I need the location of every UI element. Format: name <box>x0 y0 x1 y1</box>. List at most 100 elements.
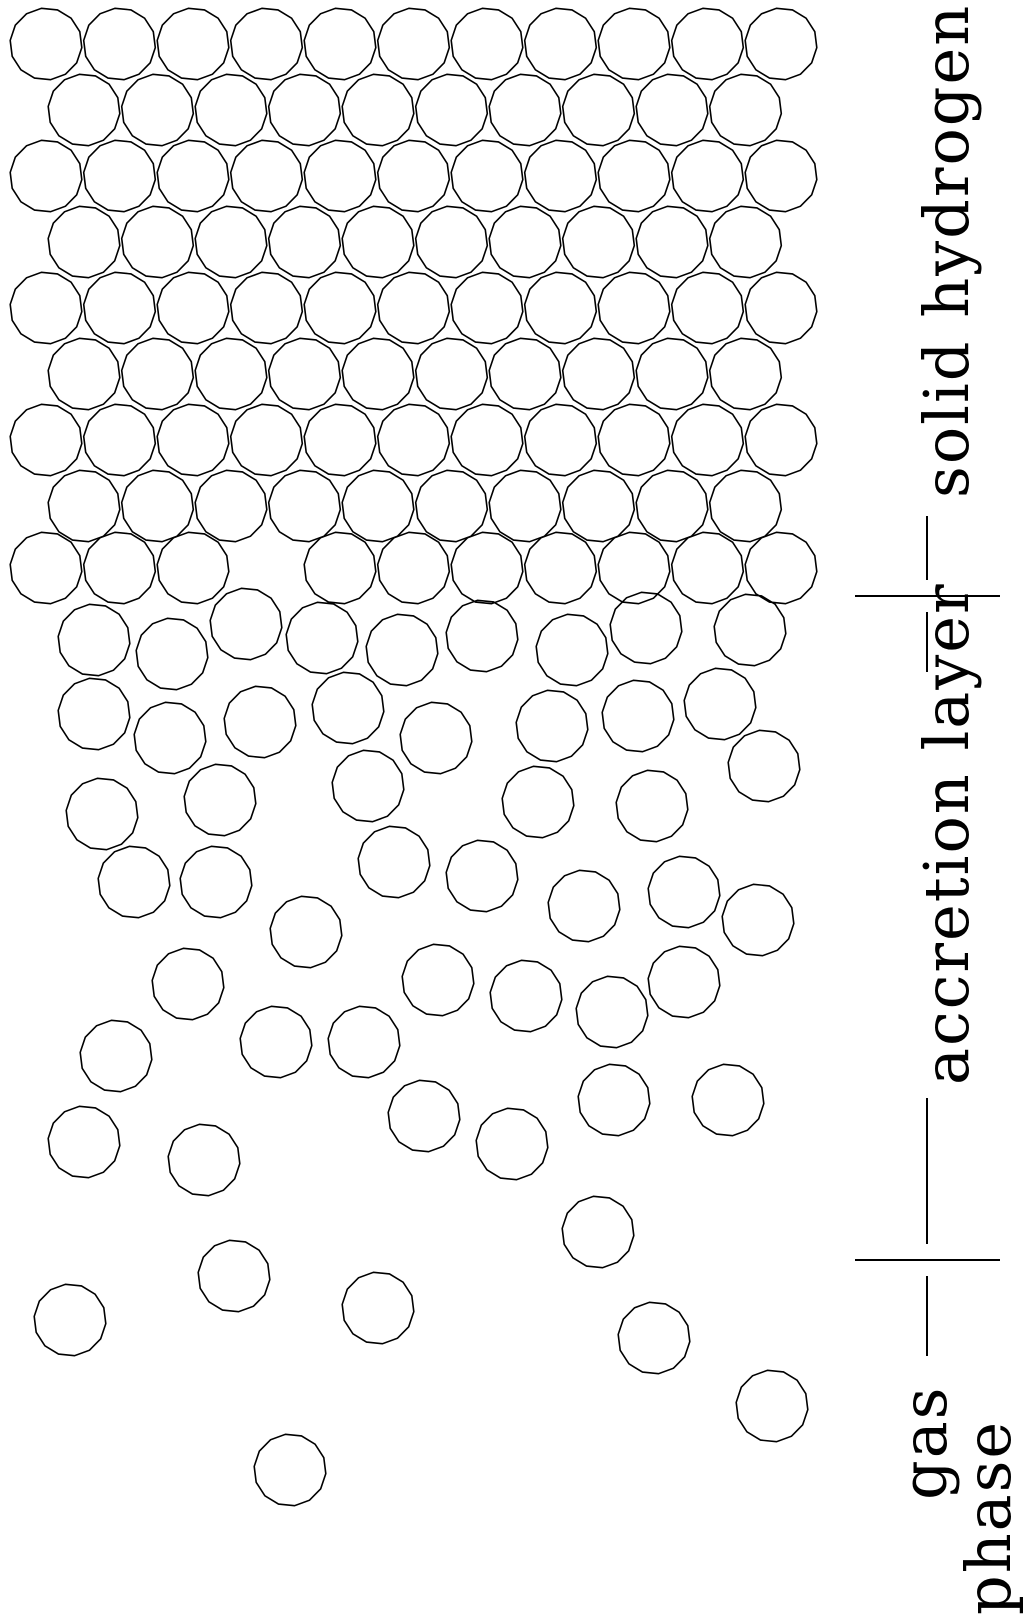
accretion-molecule <box>168 1124 240 1195</box>
lattice-molecule <box>672 140 744 211</box>
lattice-molecule <box>598 532 670 603</box>
label-phase: phase <box>952 1420 1025 1615</box>
lattice-molecule <box>378 532 450 603</box>
lattice-molecule <box>157 140 229 211</box>
accretion-molecule <box>210 588 282 659</box>
lattice-molecule <box>525 272 597 343</box>
accretion-molecule <box>648 946 720 1017</box>
accretion-molecule <box>548 870 620 941</box>
lattice-molecule <box>745 404 817 475</box>
lattice-molecule <box>342 338 414 409</box>
lattice-molecule <box>231 272 303 343</box>
lattice-molecule <box>525 8 597 79</box>
lattice-molecule <box>636 470 708 541</box>
lattice-molecule <box>10 272 82 343</box>
lattice-molecule <box>269 338 341 409</box>
accretion-molecule <box>490 960 562 1031</box>
lattice-molecule <box>269 74 341 145</box>
gas-molecule <box>34 1284 106 1355</box>
accretion-molecule <box>576 976 648 1047</box>
lattice-molecule <box>10 532 82 603</box>
accretion-molecule <box>224 686 296 757</box>
lattice-molecule <box>451 532 523 603</box>
lattice-molecule <box>269 470 341 541</box>
lattice-molecule <box>84 8 156 79</box>
lattice-molecule <box>378 272 450 343</box>
lattice-molecule <box>672 8 744 79</box>
lattice-molecule <box>304 8 376 79</box>
accretion-molecule <box>184 764 256 835</box>
lattice-molecule <box>563 206 635 277</box>
lattice-molecule <box>84 532 156 603</box>
lattice-molecule <box>84 404 156 475</box>
accretion-molecule <box>722 884 794 955</box>
lattice-molecule <box>157 404 229 475</box>
lattice-molecule <box>563 74 635 145</box>
lattice-molecule <box>231 8 303 79</box>
lattice-molecule <box>451 8 523 79</box>
accretion-molecule <box>98 846 170 917</box>
lattice-molecule <box>122 338 194 409</box>
lattice-molecule <box>342 74 414 145</box>
lattice-molecule <box>636 338 708 409</box>
lattice-molecule <box>710 338 782 409</box>
accretion-molecule <box>358 826 430 897</box>
lattice-molecule <box>195 74 267 145</box>
lattice-molecule <box>416 338 488 409</box>
lattice-molecule <box>416 74 488 145</box>
lattice-molecule <box>10 8 82 79</box>
accretion-molecule <box>152 948 224 1019</box>
lattice-molecule <box>672 532 744 603</box>
gas-molecule <box>736 1370 808 1441</box>
accretion-molecule <box>66 778 138 849</box>
lattice-molecule <box>710 206 782 277</box>
accretion-molecule <box>476 1108 548 1179</box>
lattice-molecule <box>636 206 708 277</box>
lattice-molecule <box>157 532 229 603</box>
accretion-molecule <box>286 602 358 673</box>
lattice-molecule <box>525 404 597 475</box>
gas-phase-molecules <box>34 1196 808 1505</box>
accretion-molecule <box>134 702 206 773</box>
accretion-molecule <box>312 672 384 743</box>
accretion-molecule <box>616 770 688 841</box>
lattice-molecule <box>304 140 376 211</box>
gas-molecule <box>254 1434 326 1505</box>
accretion-molecule <box>692 1064 764 1135</box>
lattice-molecule <box>416 470 488 541</box>
accretion-molecule <box>714 594 786 665</box>
accretion-molecule <box>578 1064 650 1135</box>
label-gas: gas <box>888 1386 961 1500</box>
lattice-molecule <box>48 338 120 409</box>
lattice-molecule <box>378 140 450 211</box>
lattice-molecule <box>563 470 635 541</box>
lattice-molecule <box>745 532 817 603</box>
lattice-molecule <box>451 272 523 343</box>
lattice-molecule <box>304 532 376 603</box>
lattice-molecule <box>710 74 782 145</box>
lattice-molecule <box>157 8 229 79</box>
lattice-molecule <box>122 206 194 277</box>
accretion-molecule <box>516 690 588 761</box>
accretion-molecule <box>400 702 472 773</box>
lattice-molecule <box>745 272 817 343</box>
lattice-molecule <box>451 140 523 211</box>
lattice-molecule <box>84 140 156 211</box>
lattice-molecule <box>231 404 303 475</box>
lattice-molecule <box>342 470 414 541</box>
accretion-molecule <box>58 604 130 675</box>
lattice-molecule <box>48 74 120 145</box>
lattice-molecule <box>122 470 194 541</box>
accretion-molecule <box>728 730 800 801</box>
lattice-molecule <box>525 140 597 211</box>
lattice-molecule <box>745 8 817 79</box>
accretion-molecule <box>536 614 608 685</box>
lattice-molecule <box>489 206 561 277</box>
lattice-molecule <box>672 272 744 343</box>
lattice-molecule <box>195 470 267 541</box>
accretion-molecule <box>180 846 252 917</box>
accretion-molecule <box>332 750 404 821</box>
accretion-molecule <box>602 680 674 751</box>
lattice-molecule <box>416 206 488 277</box>
